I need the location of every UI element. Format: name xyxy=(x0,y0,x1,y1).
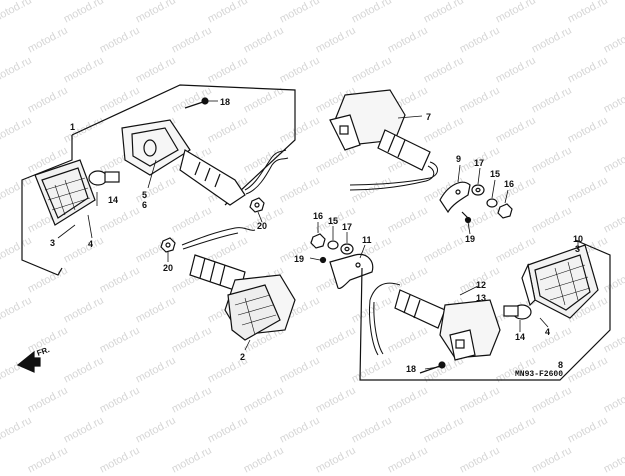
callout-16-lower: 16 xyxy=(313,211,323,221)
washer-15-upper xyxy=(486,198,498,208)
callout-14-right: 14 xyxy=(515,332,525,342)
nut-20-upper xyxy=(249,197,265,213)
callout-6: 6 xyxy=(142,200,147,210)
callout-11: 11 xyxy=(362,235,372,245)
bracket-9 xyxy=(439,181,471,219)
bulb-left-front xyxy=(88,170,120,186)
callout-4-left: 4 xyxy=(88,239,93,249)
indicator-7 xyxy=(329,89,438,191)
callout-8: 8 xyxy=(558,360,563,370)
washer-15-lower xyxy=(327,240,339,250)
callout-7: 7 xyxy=(426,112,431,122)
nut-20-lower xyxy=(160,237,176,253)
callout-5: 5 xyxy=(142,190,147,200)
callout-10: 10 xyxy=(573,234,583,244)
assembly-1-bracket-top xyxy=(71,84,296,206)
callout-15-upper: 15 xyxy=(490,169,500,179)
callout-2: 2 xyxy=(240,352,245,362)
callout-3-left: 3 xyxy=(50,238,55,248)
bolt-19-lower xyxy=(319,256,327,264)
leader-lines xyxy=(57,100,579,370)
bulb-right-rear xyxy=(503,304,532,320)
indicator-2 xyxy=(181,227,296,341)
callout-14-left: 14 xyxy=(108,195,118,205)
callout-18-lower: 18 xyxy=(406,364,416,374)
callout-9: 9 xyxy=(456,154,461,164)
washer-17-upper xyxy=(471,184,485,196)
front-direction-label: FR. xyxy=(36,345,51,358)
screw-18-top xyxy=(184,97,209,109)
callout-3-right: 3 xyxy=(575,244,580,254)
assembly-8-bracket xyxy=(359,239,611,381)
diagram-code: MN93-F2600 xyxy=(515,370,563,379)
callout-1: 1 xyxy=(70,122,75,132)
washer-17-lower xyxy=(340,243,354,255)
bolt-19-upper xyxy=(464,216,472,224)
nut-16-lower xyxy=(310,233,326,249)
nut-16-upper xyxy=(497,203,513,219)
lens-right-rear xyxy=(521,244,599,319)
callout-19-lower: 19 xyxy=(294,254,304,264)
lens-left-front xyxy=(34,159,96,226)
callout-20-lower: 20 xyxy=(163,263,173,273)
callout-18-upper: 18 xyxy=(220,97,230,107)
assembly-1-bracket xyxy=(21,135,73,276)
bracket-11 xyxy=(329,253,374,290)
callout-20-upper: 20 xyxy=(257,221,267,231)
front-direction-arrow xyxy=(16,350,41,373)
callout-17-upper: 17 xyxy=(474,158,484,168)
callout-4-right: 4 xyxy=(545,327,550,337)
callout-12: 12 xyxy=(476,280,486,290)
callout-13: 13 xyxy=(476,293,486,303)
callout-19-upper: 19 xyxy=(465,234,475,244)
callout-16-upper: 16 xyxy=(504,179,514,189)
housing-left-front xyxy=(121,119,289,206)
callout-17-lower: 17 xyxy=(342,222,352,232)
indicator-12-13 xyxy=(369,282,501,361)
callout-15-lower: 15 xyxy=(328,216,338,226)
